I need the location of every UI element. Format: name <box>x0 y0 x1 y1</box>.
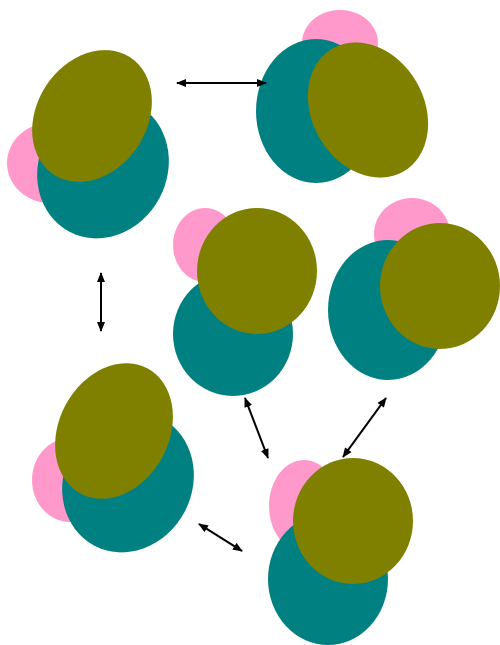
arrow-center-diagonal <box>245 398 268 458</box>
complex-top-right <box>256 10 452 199</box>
olive-ellipse <box>197 208 317 334</box>
olive-ellipse <box>380 223 500 349</box>
complex-top-left <box>7 27 193 261</box>
complex-bottom-center <box>268 458 413 645</box>
complex-middle-right <box>328 198 500 380</box>
arrow-bottom-diagonal <box>199 524 242 551</box>
complex-middle-center <box>173 208 317 396</box>
arrow-right-diagonal <box>343 398 386 457</box>
olive-ellipse <box>293 458 413 584</box>
